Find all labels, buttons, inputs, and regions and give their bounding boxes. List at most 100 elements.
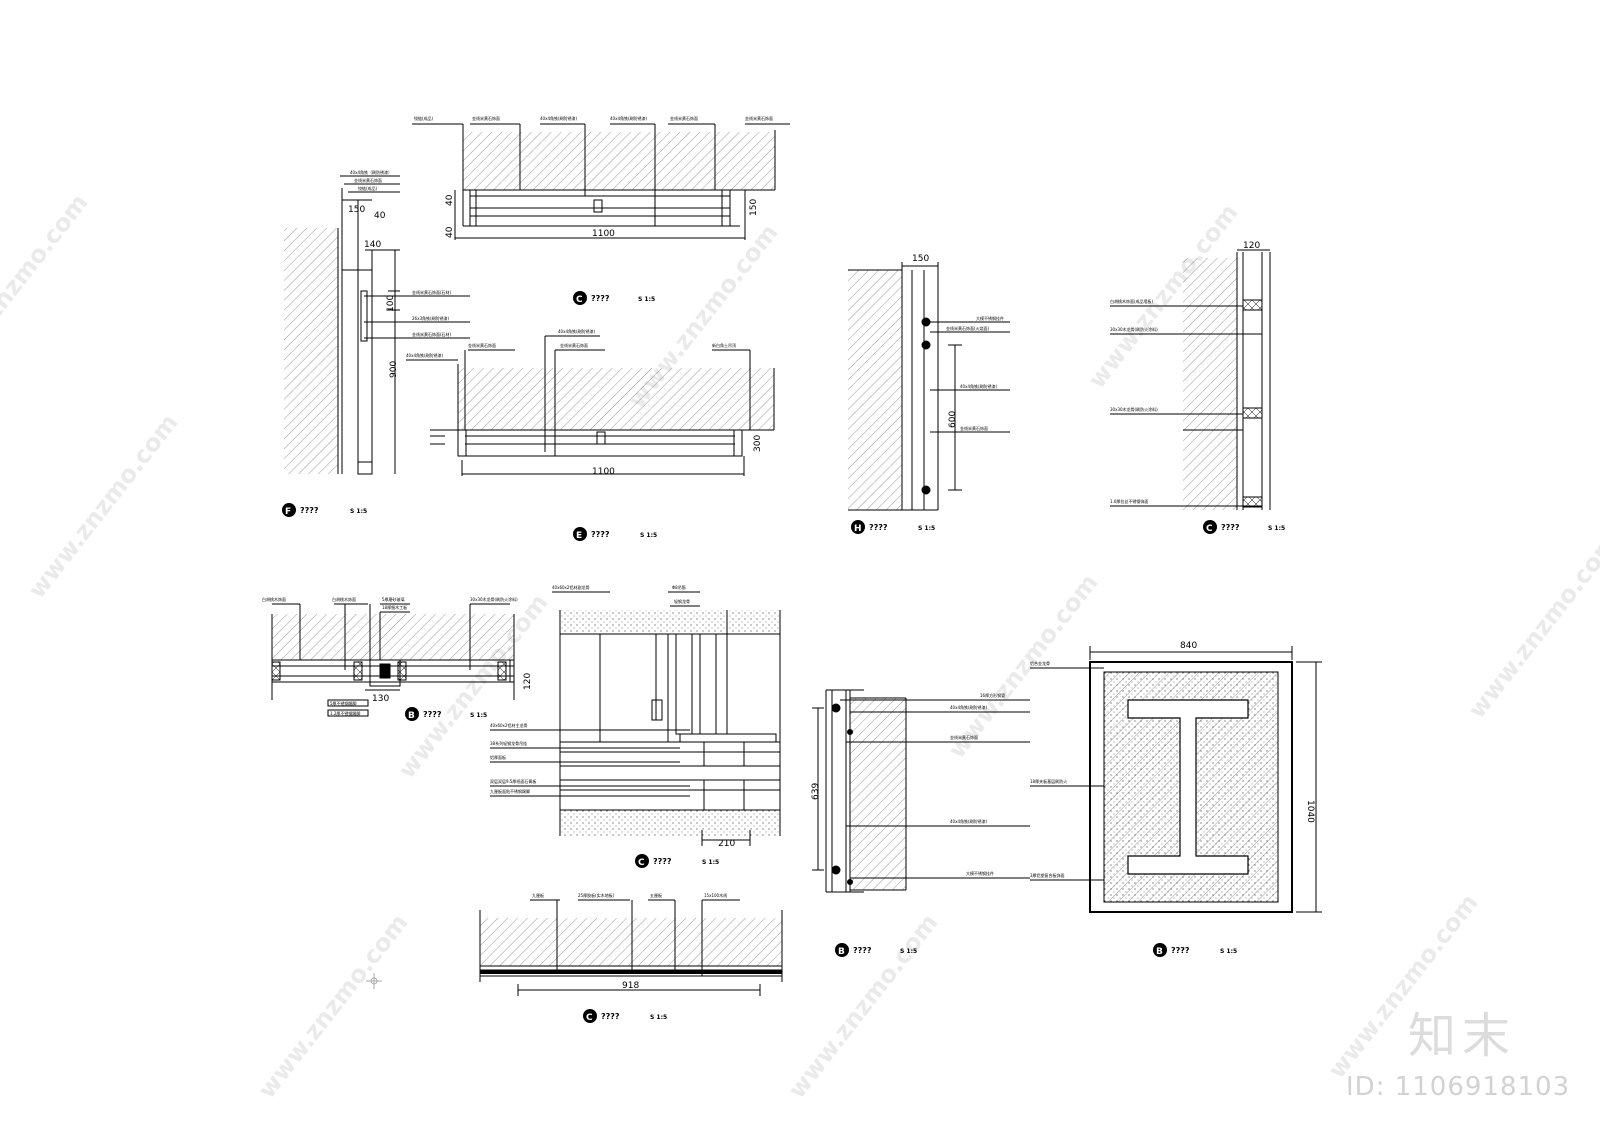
detail-title: ???? [601, 1012, 620, 1021]
callout-label: 40x60x2铝材副龙骨 [552, 584, 589, 590]
detail-h-text: 150 600 大模不锈钢挂件 金线米黄石饰面(火烧面) 40x4角铁(刷防锈漆… [851, 254, 1004, 534]
detail-c-floor [479, 899, 783, 996]
detail-c-top-text: 铰链(成品) 金线米黄石饰面 40x4角铁(刷防锈漆) 40x4角铁(刷防锈漆)… [414, 115, 773, 305]
callout-label: 30x30木龙骨(刷防火涂料) [470, 596, 518, 602]
dimension-label: 150 [912, 254, 929, 264]
dimension-label: 40 [445, 226, 455, 238]
detail-b-column [1030, 646, 1322, 913]
callout-label: 40x4角铁(刷防锈漆) [610, 115, 648, 121]
section-key: C [576, 295, 583, 305]
callout-label: Φ8吊筋 [672, 584, 686, 590]
watermark-text: www.znzmo.com [23, 409, 184, 604]
dimension-label: 1100 [592, 229, 615, 239]
detail-c-top [412, 123, 790, 240]
detail-scale: S 1:5 [638, 296, 655, 303]
detail-title: ???? [1171, 946, 1190, 955]
detail-scale: S 1:5 [650, 1014, 667, 1021]
callout-label: 5厚不锈钢踢脚 [330, 700, 357, 706]
section-key: C [638, 858, 645, 868]
section-marker [635, 854, 649, 868]
dimension-label: 600 [948, 411, 958, 428]
callout-label: 40x60x2铝材主龙骨 [490, 722, 527, 728]
watermark-text: www.znzmo.com [253, 909, 414, 1104]
callout-label: 白胡桃木饰面 [262, 596, 286, 602]
dimension-label: 100 [386, 295, 396, 312]
dimension-label: 150 [348, 205, 365, 215]
dimension-label: 900 [389, 361, 399, 378]
watermark-text: www.znzmo.com [783, 909, 944, 1104]
detail-e [406, 335, 775, 476]
detail-b-panel-text: 639 16厚方形钢管 40x4角铁(刷防锈漆) 金线米黄石饰面 40x4角铁(… [811, 692, 1005, 957]
callout-label: 金线米黄石饰面 [560, 342, 588, 348]
section-marker [573, 527, 587, 541]
detail-scale: S 1:5 [900, 948, 917, 955]
dimension-label: 120 [523, 673, 533, 690]
detail-b-column-text: 840 1040 铝合金龙骨 18厚夹板基层刷防火 3厚铝塑复合板饰面 B ??… [1030, 641, 1315, 957]
detail-b-wall-text: 白胡桃木饰面 白胡桃木饰面 5厚磨砂玻璃 18厚细木工板 30x30木龙骨(刷防… [262, 596, 533, 721]
callout-label: 铝厚面板 [490, 754, 506, 760]
detail-c-right [1110, 249, 1271, 510]
callout-label: 金线米黄石饰面(石材) [412, 289, 452, 295]
section-marker [1153, 943, 1167, 957]
callout-label: 1.0厚拉丝不锈钢饰面 [1110, 498, 1148, 504]
callout-label: 40x4角铁(刷防锈漆) [950, 704, 988, 710]
detail-c-floor-text: 九厘板 25厚胶板(实木地板) 五厘板 15x100木线 918 C ???? … [532, 892, 727, 1023]
detail-title: ???? [300, 506, 319, 515]
detail-b-wall [271, 603, 515, 717]
section-marker [282, 503, 296, 517]
callout-label: 18厚夹板基层刷防火 [1030, 778, 1067, 784]
callout-label: 18厚细木工板 [382, 604, 407, 610]
callout-label: 16厚方形钢管 [980, 692, 1005, 698]
detail-b-panel [812, 689, 1030, 893]
section-key: B [408, 711, 415, 721]
callout-label: 40x4角铁(刷防锈漆) [406, 352, 444, 358]
callout-label: 金线米黄石饰面 [950, 734, 978, 740]
callout-label: 1.2厚不锈钢踢脚 [330, 710, 360, 716]
callout-label: 25厚胶板(实木地板) [578, 892, 615, 898]
detail-scale: S 1:5 [918, 525, 935, 532]
dimension-label: 130 [372, 694, 389, 704]
callout-label: 30x30木龙骨(刷防火涂料) [1110, 326, 1158, 332]
section-marker [851, 520, 865, 534]
callout-label: 40x4角铁(刷防锈漆) [540, 115, 578, 121]
section-marker [573, 291, 587, 305]
section-marker [1203, 520, 1217, 534]
section-key: E [576, 531, 582, 541]
callout-label: 26x3角铁(刷防锈漆) [412, 315, 450, 321]
callout-label: 白胡桃木饰面 [332, 596, 356, 602]
callout-label: 双层双层9.5厚纸面石膏板 [490, 778, 536, 784]
detail-scale: S 1:5 [350, 508, 367, 515]
detail-scale: S 1:5 [470, 712, 487, 719]
dimension-label: 40 [374, 211, 386, 221]
callout-label: 30x30木龙骨(刷防火涂料) [1110, 406, 1158, 412]
detail-scale: S 1:5 [1268, 525, 1285, 532]
callout-label: 白胡桃木饰面(成品墙板) [1110, 298, 1154, 304]
callout-label: 金线米黄石饰面 [354, 177, 382, 183]
callout-label: 金线米黄石饰面 [670, 115, 698, 121]
watermark-text: www.znzmo.com [1463, 529, 1600, 724]
callout-label: 38系列轻钢龙骨吊挂 [490, 740, 527, 746]
section-key: B [1156, 947, 1163, 957]
callout-label: 新白角土吊顶 [712, 342, 736, 348]
callout-label: 金线米黄石饰面 [745, 115, 773, 121]
brand-logo: 知末 [1408, 1008, 1517, 1064]
callout-label: 铰链(成品) [358, 185, 378, 191]
dimension-label: 40 [445, 194, 455, 206]
dimension-label: 1040 [1305, 800, 1315, 823]
dimension-label: 140 [364, 240, 381, 250]
detail-e-text: 40x4角铁(刷防锈漆) 金线米黄石饰面 40x4角铁(刷防锈漆) 金线米黄石饰… [406, 328, 763, 541]
dimension-label: 639 [811, 783, 821, 800]
callout-label: 九厘板 [532, 892, 544, 898]
watermark-layer: www.znzmo.com www.znzmo.com www.znzmo.co… [0, 189, 1600, 1104]
section-marker [583, 1009, 597, 1023]
detail-title: ???? [591, 530, 610, 539]
detail-title: ???? [1221, 523, 1240, 532]
section-key: C [1206, 524, 1213, 534]
origin-marker [366, 973, 382, 989]
callout-label: 40x4角铁（刷防锈漆） [350, 169, 392, 175]
detail-h [848, 262, 1010, 511]
watermark-text: www.znzmo.com [0, 189, 94, 384]
callout-label: 金线米黄石饰面 [960, 425, 988, 431]
callout-label: 15x100木线 [704, 892, 727, 898]
